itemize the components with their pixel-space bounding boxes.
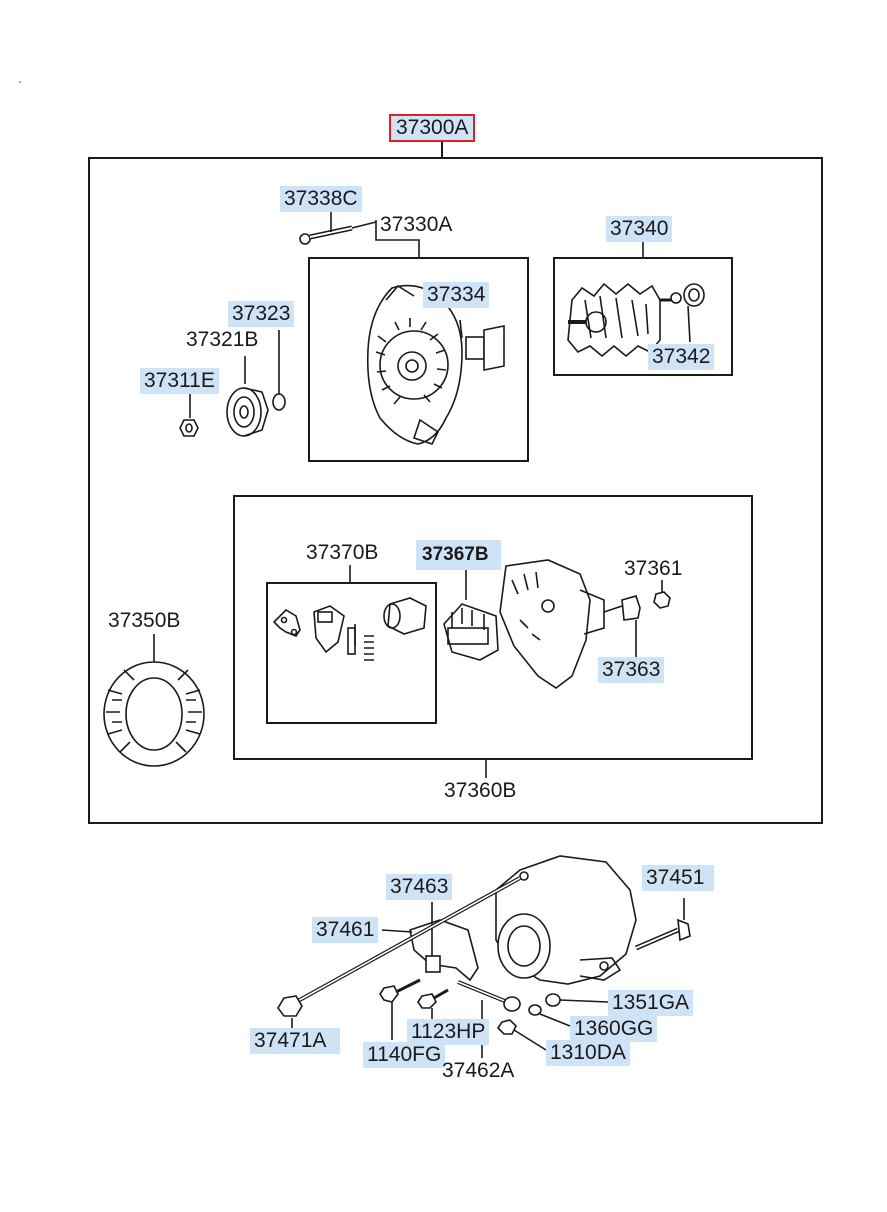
front-bracket-box xyxy=(233,495,753,760)
label-37334[interactable]: 37334 xyxy=(423,282,490,308)
label-37360B[interactable]: 37360B xyxy=(444,779,517,802)
label-1140FG[interactable]: 1140FG xyxy=(363,1042,446,1068)
rotor-drawing xyxy=(567,282,705,358)
stator-drawing xyxy=(103,634,205,767)
assembly-frame xyxy=(88,157,823,824)
label-37370B[interactable]: 37370B xyxy=(306,541,379,564)
label-1123HP[interactable]: 1123HP xyxy=(407,1019,490,1045)
brush-holder-drawing xyxy=(272,597,427,661)
label-1351GA[interactable]: 1351GA xyxy=(608,990,694,1016)
label-37323[interactable]: 37323 xyxy=(228,301,295,327)
label-37342[interactable]: 37342 xyxy=(648,344,715,370)
label-1310DA[interactable]: 1310DA xyxy=(546,1040,630,1066)
rear-bracket-drawing xyxy=(366,284,505,445)
label-1360GG[interactable]: 1360GG xyxy=(570,1016,658,1042)
brush-holder-box xyxy=(266,582,437,724)
label-37363[interactable]: 37363 xyxy=(598,657,665,683)
label-37300A[interactable]: 37300A xyxy=(389,114,476,142)
label-37361[interactable]: 37361 xyxy=(624,557,683,580)
label-37451[interactable]: 37451 xyxy=(642,865,715,891)
label-37462A[interactable]: 37462A xyxy=(442,1059,515,1082)
label-37338C[interactable]: 37338C xyxy=(280,186,362,212)
front-bracket-drawing xyxy=(443,559,671,689)
bolt-37338C xyxy=(299,212,377,245)
label-37463[interactable]: 37463 xyxy=(386,874,453,900)
label-37350B[interactable]: 37350B xyxy=(108,609,181,632)
label-37321B[interactable]: 37321B xyxy=(186,328,259,351)
label-37471A[interactable]: 37471A xyxy=(250,1028,341,1054)
label-37461[interactable]: 37461 xyxy=(312,917,379,943)
label-37367B[interactable]: 37367B xyxy=(416,540,501,570)
label-37340[interactable]: 37340 xyxy=(606,216,673,242)
label-37330A[interactable]: 37330A xyxy=(380,213,453,236)
label-37311E[interactable]: 37311E xyxy=(140,368,219,394)
alternator-mounting-drawing xyxy=(277,855,691,1058)
pulley-drawing xyxy=(179,330,286,437)
